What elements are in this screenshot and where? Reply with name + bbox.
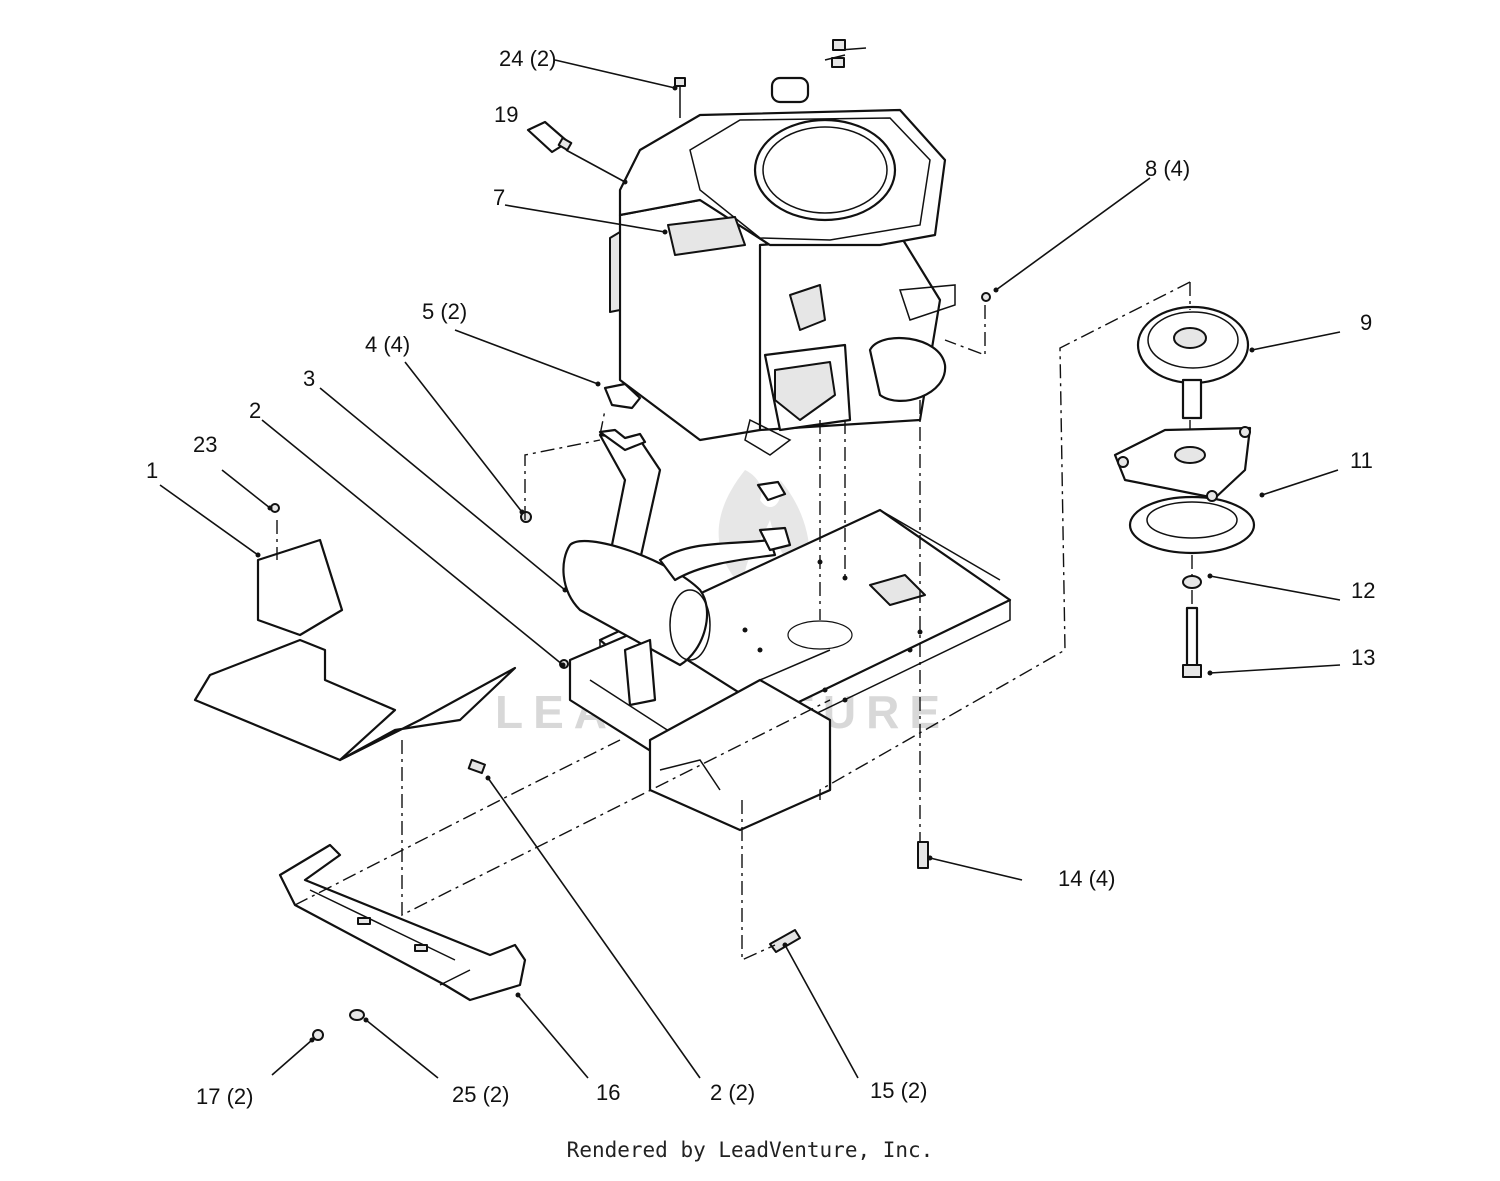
callout-13: 13 — [1351, 645, 1375, 670]
callout-4: 4 (4) — [365, 332, 410, 357]
bolt-14 — [917, 841, 929, 869]
hardware — [312, 292, 991, 1041]
clutch-body — [1128, 495, 1256, 555]
engine — [609, 39, 956, 456]
crankshaft-hole — [787, 620, 853, 650]
footer-credit: Rendered by LeadVenture, Inc. — [566, 1138, 934, 1162]
bumper-body — [278, 843, 527, 1002]
washer-25 — [349, 1009, 365, 1021]
front-bumper — [278, 843, 527, 1002]
engine-pulley — [1136, 305, 1250, 420]
callout-7: 7 — [493, 185, 505, 210]
exhaust-system — [520, 382, 792, 707]
callout-2-2: 2 (2) — [710, 1080, 755, 1105]
nut-8 — [981, 292, 991, 302]
clutch-plate — [1113, 426, 1252, 500]
callout-5: 5 (2) — [422, 299, 467, 324]
callout-16: 16 — [596, 1080, 620, 1105]
heat-shield-flap — [338, 666, 517, 762]
engine-decal — [667, 216, 746, 256]
muffler-outlet — [623, 638, 657, 707]
callout-8: 8 (4) — [1145, 156, 1190, 181]
pulley-hub — [1173, 327, 1207, 349]
nut-17 — [312, 1029, 324, 1041]
centerlines — [276, 281, 1193, 962]
callout-labels: 24 (2) 19 7 8 (4) 9 5 (2) 4 (4) 3 2 23 1… — [146, 46, 1375, 1109]
engine-top-cover — [753, 118, 897, 222]
callout-15: 15 (2) — [870, 1078, 927, 1103]
heat-shield-lower — [193, 638, 397, 762]
callout-2: 2 — [249, 398, 261, 423]
bolt-13-shank — [1185, 606, 1199, 670]
clutch-hardware — [1182, 575, 1202, 678]
pulley-shaft — [1181, 378, 1203, 420]
callout-3: 3 — [303, 366, 315, 391]
callout-25: 25 (2) — [452, 1082, 509, 1107]
pto-clutch — [1113, 426, 1256, 555]
callout-9: 9 — [1360, 310, 1372, 335]
exhaust-gasket-mid — [756, 480, 787, 502]
mount-slot — [869, 574, 926, 606]
exhaust-gasket-lower — [598, 428, 647, 452]
bolt-2 — [467, 758, 486, 775]
callout-17: 17 (2) — [196, 1084, 253, 1109]
washer-12 — [1182, 575, 1202, 589]
fuel-filter — [526, 120, 573, 154]
callout-1: 1 — [146, 458, 158, 483]
callout-23: 23 — [193, 432, 217, 457]
exhaust-gasket-right — [758, 526, 792, 552]
leader-lines — [159, 59, 1341, 1079]
callout-14: 14 (4) — [1058, 866, 1115, 891]
exhaust-pipe — [598, 433, 662, 562]
exhaust-nut — [520, 511, 532, 523]
engine-air-filter — [868, 336, 947, 402]
callout-12: 12 — [1351, 578, 1375, 603]
engine-top-washer — [831, 57, 845, 68]
callout-11: 11 — [1350, 448, 1373, 473]
heat-shield-upper — [256, 538, 344, 637]
bolt-15 — [769, 929, 801, 953]
callout-19: 19 — [494, 102, 518, 127]
callout-24: 24 (2) — [499, 46, 556, 71]
bolt-13-head — [1182, 664, 1202, 678]
screw-24 — [674, 77, 686, 118]
heat-shield — [193, 503, 517, 762]
exhaust-pipe-right — [658, 538, 777, 582]
screw-24-head — [674, 77, 686, 87]
engine-top-nut — [832, 39, 846, 51]
oil-fill-cap — [770, 76, 810, 104]
clutch-hub — [1174, 446, 1206, 464]
exhaust-gasket-upper — [603, 382, 642, 410]
